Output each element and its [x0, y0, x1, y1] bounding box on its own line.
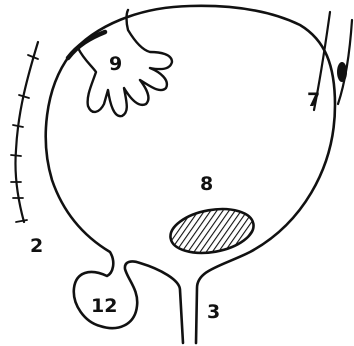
label-8: 8 [200, 173, 213, 195]
hatched-body [167, 203, 257, 259]
label-9: 9 [109, 53, 122, 75]
right-band-inner [338, 20, 352, 104]
sac-outline [46, 6, 335, 343]
label-3: 3 [207, 301, 220, 323]
label-2: 2 [30, 235, 43, 257]
ticked-curve [15, 42, 38, 222]
tick-marks [11, 55, 38, 222]
dark-spot [337, 62, 347, 82]
label-12: 12 [91, 295, 117, 317]
thick-wall-segment [68, 32, 105, 58]
label-7: 7 [307, 89, 320, 111]
frond-structure [78, 10, 172, 116]
